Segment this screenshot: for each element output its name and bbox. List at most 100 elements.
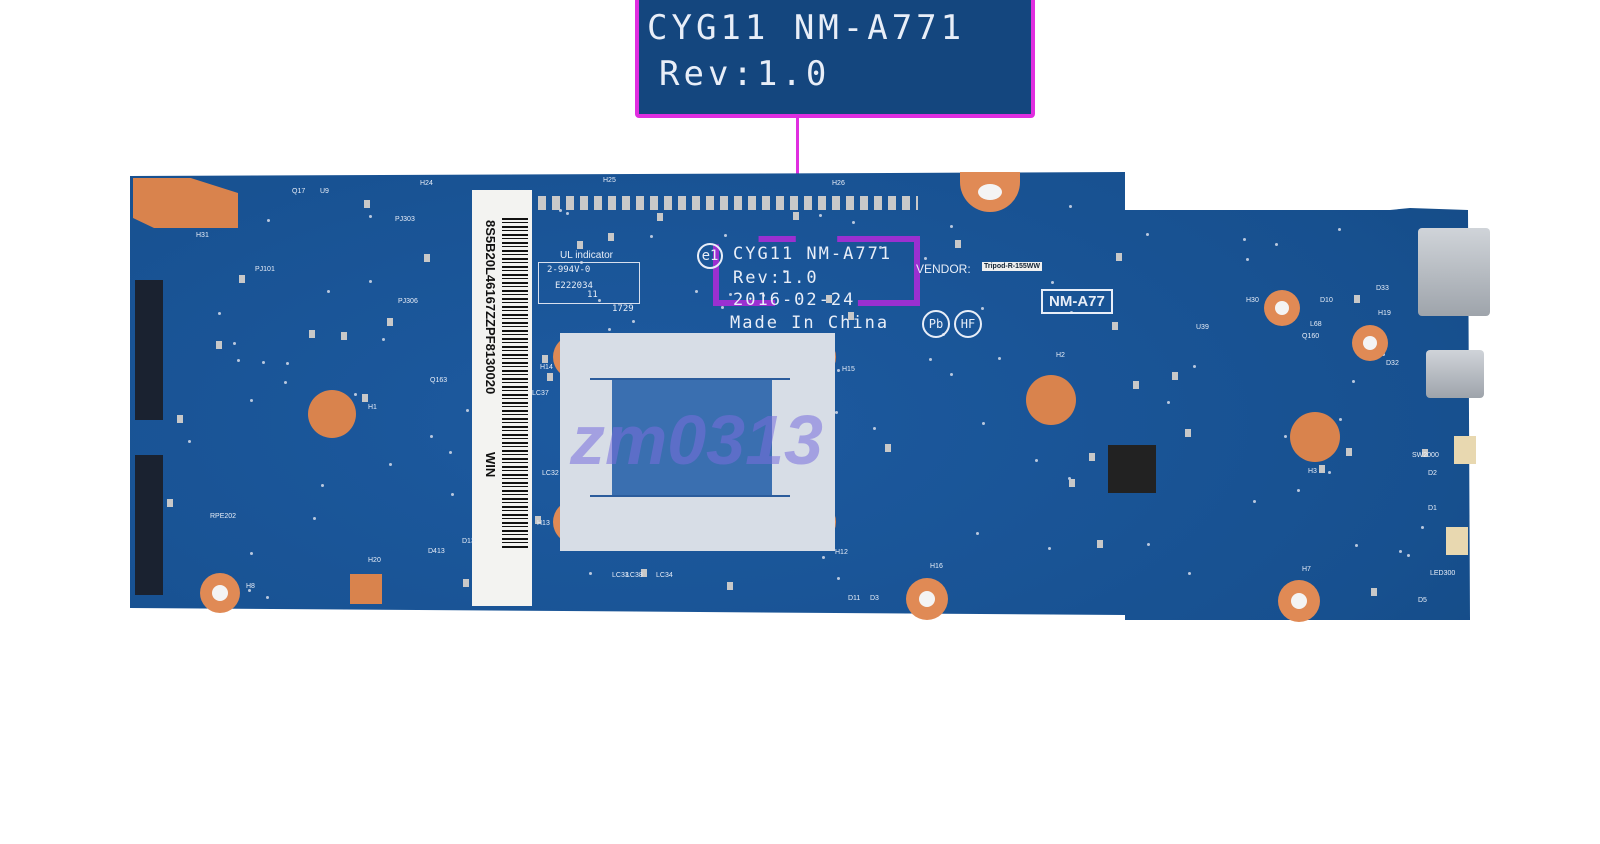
smd-component xyxy=(451,492,455,496)
smd-component xyxy=(821,556,825,560)
smd-component xyxy=(657,212,664,221)
smd-component xyxy=(847,311,854,320)
smd-component xyxy=(924,257,928,261)
ref-d10: D10 xyxy=(1320,297,1333,304)
ref-h15: H15 xyxy=(842,366,855,373)
smd-component xyxy=(1284,434,1287,438)
os-label: WIN xyxy=(483,452,498,478)
mount-hole-h16 xyxy=(906,578,948,620)
smd-component xyxy=(695,289,699,293)
ref-d1: D1 xyxy=(1428,505,1437,512)
smd-component xyxy=(217,311,221,315)
ref-h25: H25 xyxy=(603,177,616,184)
smd-component xyxy=(559,208,563,212)
smd-component xyxy=(1318,464,1325,473)
smd-component xyxy=(266,596,270,600)
smd-component xyxy=(721,305,725,309)
smd-component xyxy=(1115,252,1122,261)
smd-component xyxy=(341,331,348,340)
smd-component xyxy=(783,270,787,274)
smd-component xyxy=(1243,237,1247,241)
smd-component xyxy=(793,211,800,220)
switch-2 xyxy=(1446,527,1468,555)
smd-component xyxy=(836,368,840,372)
ref-h7: H7 xyxy=(1302,566,1311,573)
ref-h8: H8 xyxy=(246,583,255,590)
smd-component xyxy=(852,221,856,225)
ref-rpe202: RPE202 xyxy=(210,513,237,520)
ref-d33: D33 xyxy=(1376,285,1389,292)
smd-component xyxy=(1167,400,1171,404)
smd-component xyxy=(1069,205,1073,209)
ref-lc38: LC38 xyxy=(626,572,643,579)
smd-component xyxy=(321,483,325,487)
ref-h1: H1 xyxy=(368,404,377,411)
smd-component xyxy=(1048,546,1052,550)
board-date-text: 2016-02-24 xyxy=(733,290,856,310)
mount-hole-h19 xyxy=(1352,325,1388,361)
smd-component xyxy=(576,240,583,249)
smd-component xyxy=(928,358,932,362)
smd-component xyxy=(1193,364,1197,368)
ref-d5: D5 xyxy=(1418,597,1427,604)
smd-component xyxy=(1275,242,1279,246)
smd-component xyxy=(216,340,223,349)
ul-line2: E222034 xyxy=(555,281,593,291)
ref-h19: H19 xyxy=(1378,310,1391,317)
smd-component xyxy=(249,399,253,403)
smd-component xyxy=(641,568,648,577)
mount-hole-h30 xyxy=(1264,290,1300,326)
ref-h3: H3 xyxy=(1308,468,1317,475)
shield-frame-line xyxy=(590,378,790,380)
cpu-die xyxy=(612,380,772,495)
ref-sw2000: SW2000 xyxy=(1412,452,1439,459)
smd-component xyxy=(534,516,541,525)
smd-component xyxy=(950,225,954,229)
smd-component xyxy=(873,426,877,430)
inset-model-text: CYG11 NM-A771 xyxy=(647,8,966,48)
nm-badge: NM-A77 xyxy=(1041,289,1113,314)
smd-component xyxy=(286,361,290,365)
ref-lc37: LC37 xyxy=(532,390,549,397)
smd-component xyxy=(649,234,653,238)
ref-h30: H30 xyxy=(1246,297,1259,304)
smd-component xyxy=(1337,227,1341,231)
ref-d32: D32 xyxy=(1386,360,1399,367)
smd-component xyxy=(729,293,733,297)
smd-component xyxy=(727,582,734,591)
smd-component xyxy=(1420,525,1424,529)
pad-h3 xyxy=(1290,412,1340,462)
smd-component xyxy=(565,211,569,215)
smd-component xyxy=(1035,458,1039,462)
pb-free-mark: Pb xyxy=(922,310,950,338)
smd-component xyxy=(369,214,373,218)
smd-component xyxy=(1111,322,1118,331)
smd-component xyxy=(955,239,962,248)
ul-title: UL indicator xyxy=(560,250,613,261)
ref-pj306: PJ306 xyxy=(398,298,418,305)
halogen-free-mark: HF xyxy=(954,310,982,338)
smd-component xyxy=(312,517,316,521)
smd-component xyxy=(267,219,271,223)
smd-component xyxy=(1050,280,1054,284)
smd-component xyxy=(1328,471,1332,475)
ref-h16: H16 xyxy=(930,563,943,570)
smd-component xyxy=(1188,572,1192,576)
smd-component xyxy=(1421,449,1428,458)
smd-component xyxy=(1252,500,1256,504)
ref-q160: Q160 xyxy=(1302,333,1320,340)
smd-component xyxy=(262,361,266,365)
ffc-connector-top xyxy=(135,280,163,420)
ref-d11: D11 xyxy=(848,595,861,602)
magnified-inset: CYG11 NM-A771 Rev:1.0 xyxy=(635,0,1035,118)
ref-d2: D2 xyxy=(1428,470,1437,477)
ref-l68: L68 xyxy=(1310,321,1322,328)
board-model-text: CYG11 NM-A771 xyxy=(733,244,893,264)
smd-component xyxy=(423,253,430,262)
ref-d3: D3 xyxy=(870,595,879,602)
ul-line3: 11 xyxy=(587,290,598,300)
smd-component xyxy=(177,414,184,423)
mount-hole-h7 xyxy=(1278,580,1320,622)
ref-u9: U9 xyxy=(320,188,329,195)
ul-line1: 2-994V-0 xyxy=(547,265,591,275)
